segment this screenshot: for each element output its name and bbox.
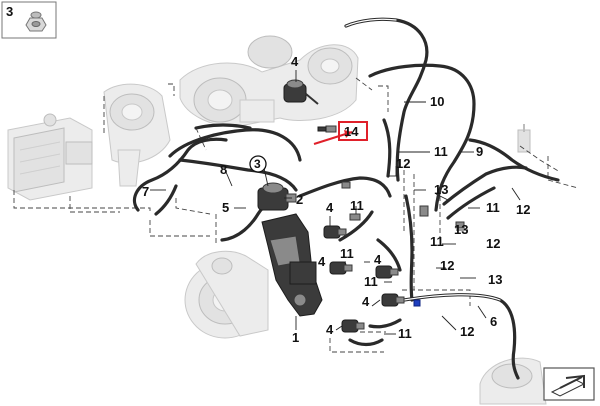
small-valve-c bbox=[375, 265, 399, 279]
callout-12-d: 12 bbox=[440, 258, 454, 273]
callout-12-c: 12 bbox=[486, 236, 500, 251]
egr-cooler-ghost bbox=[7, 113, 93, 201]
small-valve-d bbox=[381, 293, 405, 307]
small-valve-b bbox=[329, 261, 353, 275]
turbo-top-ghost bbox=[179, 35, 359, 127]
valve-part-4-top bbox=[283, 79, 319, 105]
main-parts bbox=[257, 79, 465, 333]
manifold-ghost bbox=[103, 83, 171, 187]
small-valve-a bbox=[323, 225, 347, 239]
background-components bbox=[7, 35, 547, 405]
svg-text:3: 3 bbox=[254, 157, 261, 171]
callout-1: 1 bbox=[292, 330, 299, 345]
callout-12-e: 12 bbox=[460, 324, 474, 339]
bracket-part-1 bbox=[261, 213, 323, 317]
turbo-bottom-ghost bbox=[184, 250, 269, 339]
callout-3-circled: 3 bbox=[249, 155, 267, 173]
callout-4-c: 4 bbox=[318, 254, 326, 269]
callout-6: 6 bbox=[490, 314, 497, 329]
inset-part-3[interactable]: 3 bbox=[1, 1, 57, 39]
arrow-symbol-icon bbox=[543, 367, 595, 401]
callout-10: 10 bbox=[430, 94, 444, 109]
nut-icon bbox=[25, 11, 47, 32]
callout-11-a: 11 bbox=[434, 144, 448, 159]
callout-12-b: 12 bbox=[516, 202, 530, 217]
callout-labels: 4 10 14 11 9 8 12 7 2 13 5 4 11 11 12 13… bbox=[142, 54, 530, 345]
valve-part-2 bbox=[257, 182, 297, 211]
callout-4-b: 4 bbox=[374, 252, 382, 267]
fitting-part-14 bbox=[317, 125, 337, 133]
callout-11-f: 11 bbox=[364, 274, 378, 289]
callout-11-c: 11 bbox=[486, 200, 500, 215]
callout-11-e: 11 bbox=[340, 246, 354, 261]
callout-4-top: 4 bbox=[291, 54, 299, 69]
small-valve-e bbox=[341, 319, 365, 333]
callout-13-b: 13 bbox=[454, 222, 468, 237]
callout-4-e: 4 bbox=[326, 322, 334, 337]
highlight-part-14[interactable] bbox=[313, 121, 368, 145]
callout-12-a: 12 bbox=[396, 156, 410, 171]
callout-2: 2 bbox=[296, 192, 303, 207]
callout-13-c: 13 bbox=[488, 272, 502, 287]
callout-11-b: 11 bbox=[350, 198, 364, 213]
clip-parts bbox=[341, 181, 465, 307]
callout-11-g: 11 bbox=[398, 326, 412, 341]
connector-right-ghost bbox=[517, 124, 531, 153]
inset-number: 3 bbox=[6, 4, 13, 19]
leader-lines bbox=[150, 70, 521, 335]
callout-5: 5 bbox=[222, 200, 229, 215]
callout-4-a: 4 bbox=[326, 200, 334, 215]
reference-lines bbox=[13, 77, 579, 353]
callout-9: 9 bbox=[476, 144, 483, 159]
actuator-bottom-ghost bbox=[479, 357, 547, 405]
callout-14: 14 bbox=[344, 124, 359, 139]
callout-7: 7 bbox=[142, 184, 149, 199]
callout-8: 8 bbox=[220, 162, 227, 177]
callout-4-d: 4 bbox=[362, 294, 370, 309]
callout-11-d: 11 bbox=[430, 234, 444, 249]
callout-13-a: 13 bbox=[434, 182, 448, 197]
